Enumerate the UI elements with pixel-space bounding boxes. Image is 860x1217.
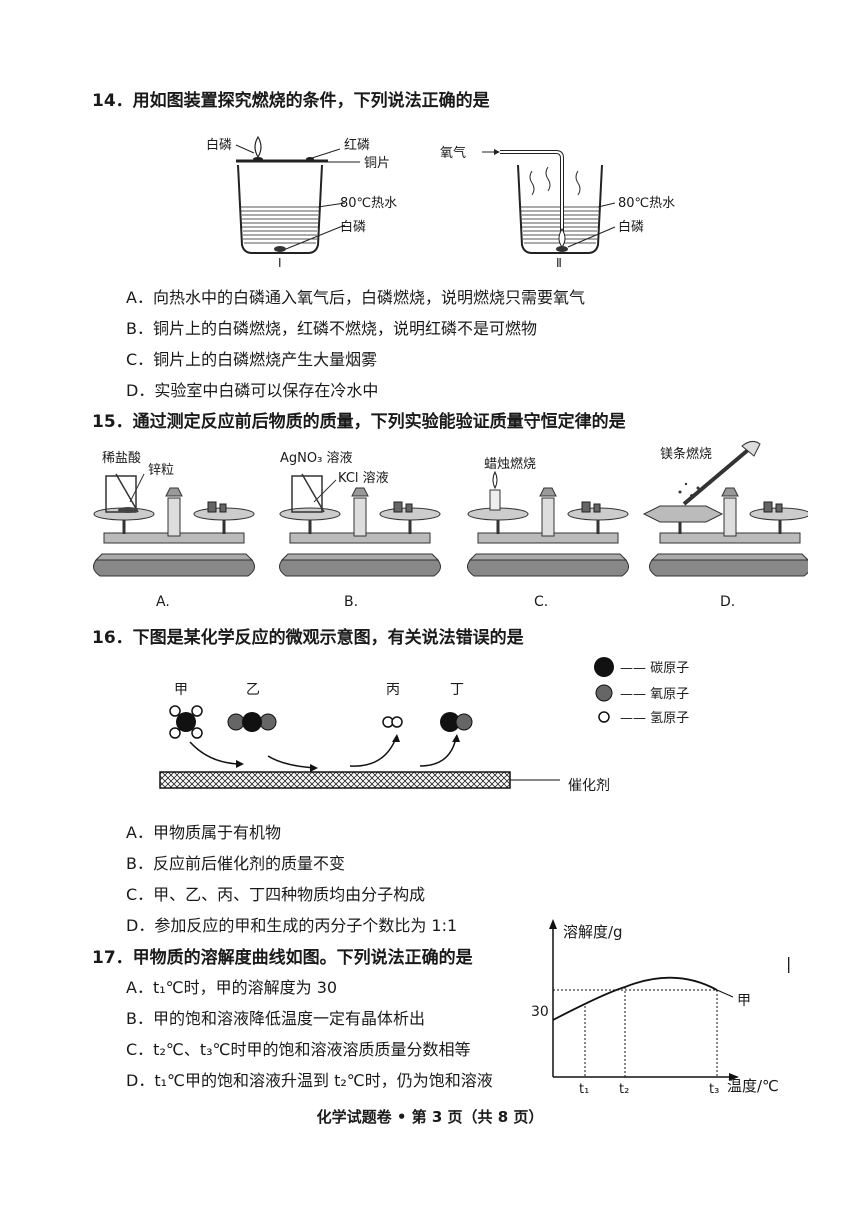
- q17-option-c: C．t₂℃、t₃℃时甲的饱和溶液溶质质量分数相等: [126, 1040, 471, 1059]
- y-axis-label: 溶解度/g: [563, 923, 623, 941]
- series-label: 甲: [737, 993, 751, 1009]
- oxygen-atom-icon: [595, 684, 613, 702]
- q17-option-b: B．甲的饱和溶液降低温度一定有晶体析出: [126, 1009, 425, 1028]
- q17-stem: 17．甲物质的溶解度曲线如图。下列说法正确的是: [92, 948, 473, 968]
- label-red-p: 红磷: [344, 137, 370, 153]
- q14-option-c: C．铜片上的白磷燃烧产生大量烟雾: [126, 350, 378, 369]
- q17-option-d: D．t₁℃甲的饱和溶液升温到 t₂℃时，仍为饱和溶液: [126, 1071, 493, 1090]
- x-tick-t3: t₃: [709, 1082, 719, 1095]
- species-bing-label: 丙: [386, 682, 400, 698]
- catalyst-label: 催化剂: [568, 778, 610, 794]
- label-oxygen: 氧气: [440, 145, 466, 161]
- solubility-curve: [552, 976, 718, 1021]
- hydrogen-atom-icon: [598, 711, 610, 723]
- balance-b: [277, 486, 443, 578]
- q16-option-c: C．甲、乙、丙、丁四种物质均由分子构成: [126, 885, 426, 904]
- q14-figure: 白磷 红磷 铜片 80℃热水 白磷 Ⅰ 氧气 80℃热水 白磷 Ⅱ: [206, 135, 675, 270]
- x-tick-t1: t₁: [579, 1082, 589, 1095]
- species-jia-label: 甲: [174, 682, 188, 698]
- q15-b-label-2: KCl 溶液: [338, 471, 389, 486]
- page-footer: 化学试题卷 • 第 3 页（共 8 页）: [316, 1108, 544, 1126]
- legend-hydrogen: —— 氢原子: [620, 711, 689, 726]
- q14-option-d: D．实验室中白磷可以保存在冷水中: [126, 381, 379, 400]
- side-mark: |: [786, 954, 792, 973]
- balance-a: [91, 486, 257, 578]
- q15-b-label-1: AgNO₃ 溶液: [280, 451, 352, 466]
- atom-legend: —— 碳原子 —— 氧原子 —— 氢原子: [594, 657, 689, 726]
- label-hot-water-2: 80℃热水: [618, 196, 675, 211]
- q15-a-label-1: 稀盐酸: [102, 451, 141, 466]
- label-beaker-1: Ⅰ: [278, 256, 282, 270]
- label-copper: 铜片: [364, 156, 390, 171]
- q15-b-letter: B.: [344, 594, 358, 610]
- label-beaker-2: Ⅱ: [556, 256, 562, 270]
- label-hot-water-1: 80℃热水: [340, 196, 397, 211]
- species-yi-label: 乙: [246, 682, 260, 698]
- beaker-1: [235, 135, 360, 254]
- q15-c-label: 蜡烛燃烧: [484, 456, 536, 472]
- balance-d: [647, 486, 808, 578]
- molecule-ding: [440, 712, 473, 732]
- carbon-atom-icon: [594, 657, 614, 677]
- q15-c-letter: C.: [534, 594, 548, 610]
- q16-stem: 16．下图是某化学反应的微观示意图，有关说法错误的是: [92, 628, 524, 648]
- q14-option-b: B．铜片上的白磷燃烧，红磷不燃烧，说明红磷不是可燃物: [126, 319, 537, 338]
- q14-option-a: A．向热水中的白磷通入氧气后，白磷燃烧，说明燃烧只需要氧气: [126, 288, 585, 307]
- solubility-chart: 溶解度/g 30 甲 t₁ t₂ t₃ 温度/℃: [531, 919, 779, 1095]
- q15-a-letter: A.: [156, 594, 170, 610]
- beaker-2: [482, 149, 616, 254]
- q16-option-a: A．甲物质属于有机物: [126, 823, 281, 842]
- q15-d-letter: D.: [720, 594, 735, 610]
- species-ding-label: 丁: [450, 682, 464, 698]
- molecule-jia: [169, 705, 203, 739]
- q16-figure: 甲 乙 丙 丁 催化剂: [159, 682, 610, 794]
- label-white-p-bottom: 白磷: [340, 219, 366, 235]
- legend-oxygen: —— 氧原子: [620, 687, 689, 702]
- q15-a-label-2: 锌粒: [148, 463, 174, 478]
- q16-option-b: B．反应前后催化剂的质量不变: [126, 854, 345, 873]
- label-white-p-2: 白磷: [618, 219, 644, 235]
- label-white-p-top: 白磷: [206, 137, 232, 153]
- catalyst-surface: [159, 771, 511, 789]
- q14-stem: 14．用如图装置探究燃烧的条件，下列说法正确的是: [92, 91, 490, 111]
- q16-option-d: D．参加反应的甲和生成的丙分子个数比为 1:1: [126, 916, 458, 935]
- legend-carbon: —— 碳原子: [620, 661, 689, 676]
- q17-option-a: A．t₁℃时，甲的溶解度为 30: [126, 978, 338, 997]
- x-axis-label: 温度/℃: [727, 1077, 779, 1095]
- q15-d-label: 镁条燃烧: [660, 446, 712, 462]
- y-tick-30: 30: [531, 1004, 549, 1020]
- molecule-bing: [382, 716, 403, 728]
- q15-stem: 15．通过测定反应前后物质的质量，下列实验能验证质量守恒定律的是: [92, 412, 626, 432]
- q15-figure: 稀盐酸 锌粒 A. AgNO₃ 溶液 KCl 溶液 B. 蜡烛燃烧 C. 镁条燃…: [91, 440, 808, 610]
- x-tick-t2: t₂: [619, 1082, 629, 1095]
- molecule-yi: [227, 712, 277, 732]
